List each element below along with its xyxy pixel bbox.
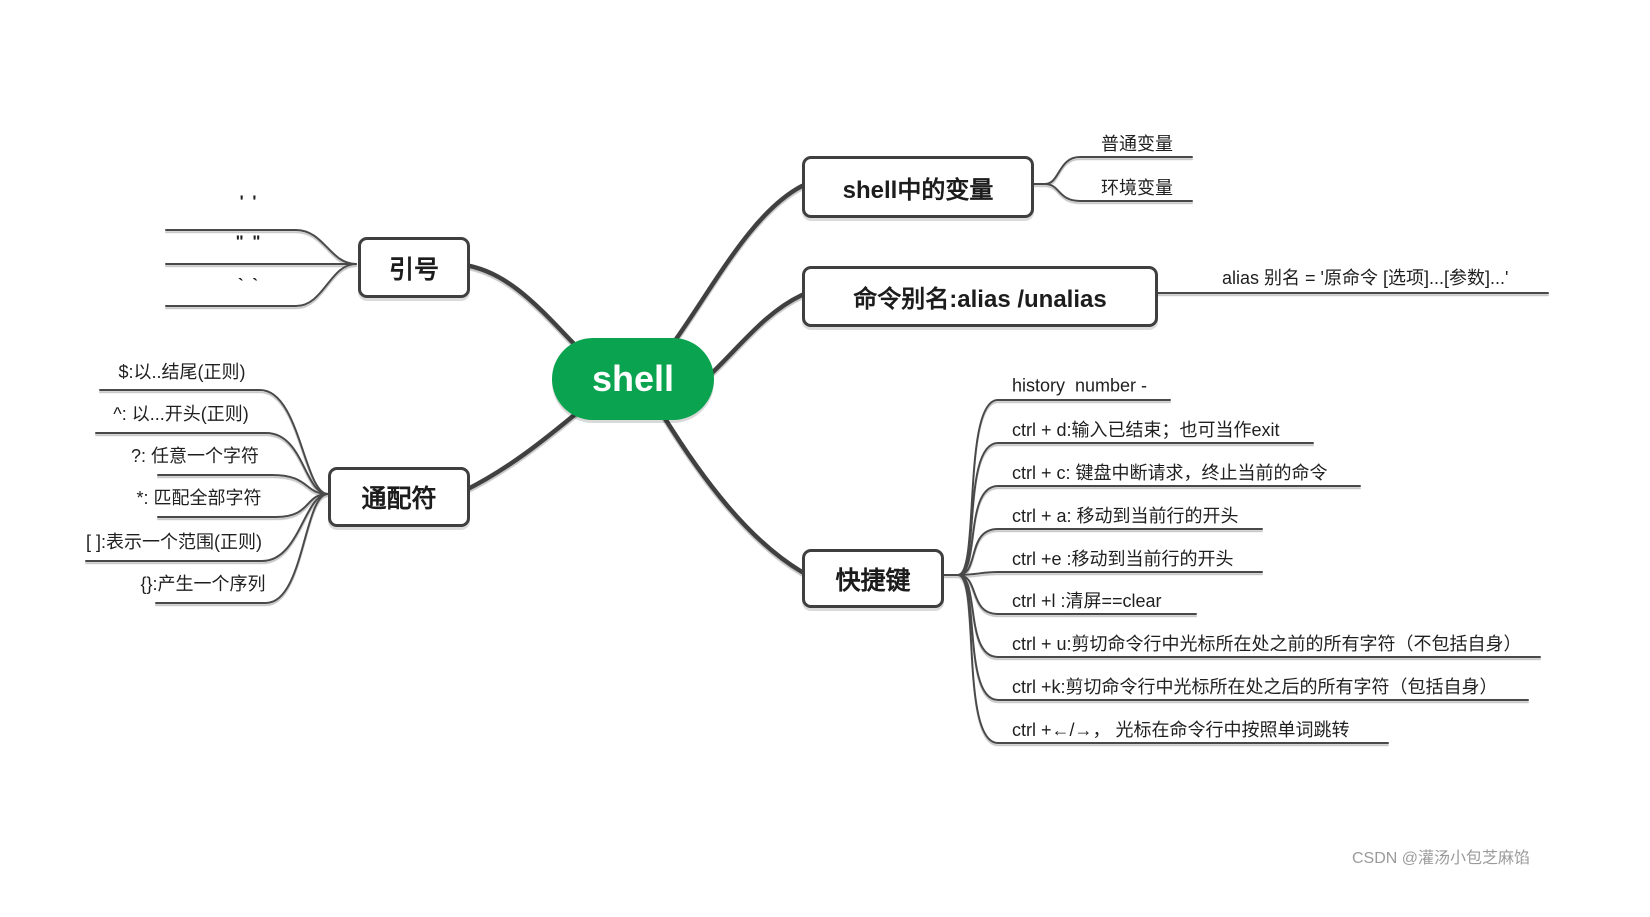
childline-quote-backtick xyxy=(165,263,357,307)
child-shortcut-ctrld[interactable]: ctrl + d:输入已结束；也可当作exit xyxy=(1012,420,1280,440)
connector-root-quotes xyxy=(461,262,585,355)
childline-shortcut-ctrld xyxy=(957,442,1314,576)
child-shortcut-ctrlk[interactable]: ctrl +k:剪切命令行中光标所在处之后的所有字符（包括自身） xyxy=(1012,677,1498,697)
child-shortcut-history[interactable]: history number - xyxy=(1012,375,1148,396)
child-shortcut-ctrlc[interactable]: ctrl + c: 键盘中断请求，终止当前的命令 xyxy=(1012,463,1328,483)
childline-quote-single xyxy=(165,229,357,265)
childline-var-env xyxy=(1044,183,1193,202)
child-quote-backtick[interactable]: ` ` xyxy=(237,275,261,294)
child-wild-star[interactable]: *: 匹配全部字符 xyxy=(136,488,262,508)
connector-root-alias xyxy=(709,292,805,376)
child-wild-question[interactable]: ?: 任意一个字符 xyxy=(130,446,260,466)
connector-group xyxy=(85,156,1549,744)
child-shortcut-ctrla[interactable]: ctrl + a: 移动到当前行的开头 xyxy=(1012,506,1239,526)
child-wild-dollar[interactable]: $:以..结尾(正则) xyxy=(118,362,246,382)
child-shortcut-ctrll[interactable]: ctrl +l :清屏==clear xyxy=(1012,591,1162,611)
childline-shortcut-ctrle xyxy=(957,571,1263,576)
topic-shell-variables[interactable]: shell中的变量 xyxy=(802,156,1034,218)
topic-quotes[interactable]: 引号 xyxy=(358,237,470,298)
child-shortcut-arrows[interactable]: ctrl +←/→， 光标在命令行中按照单词跳转 xyxy=(1012,720,1350,740)
childline-wild-brackets xyxy=(85,493,329,562)
connector-root-variables xyxy=(671,183,805,345)
child-shortcut-ctrlu[interactable]: ctrl + u:剪切命令行中光标所在处之前的所有字符（不包括自身） xyxy=(1012,634,1522,654)
child-wild-caret[interactable]: ^: 以...开头(正则) xyxy=(113,404,249,424)
childline-wild-question xyxy=(157,474,329,495)
child-var-normal[interactable]: 普通变量 xyxy=(1101,134,1173,154)
child-shortcut-ctrle[interactable]: ctrl +e :移动到当前行的开头 xyxy=(1012,549,1234,569)
childline-wild-star xyxy=(157,493,329,518)
root-node-shell[interactable]: shell xyxy=(552,338,714,420)
childline-var-normal xyxy=(1044,156,1193,185)
topic-alias[interactable]: 命令别名:alias /unalias xyxy=(802,266,1158,327)
child-quote-single[interactable]: ' ' xyxy=(239,192,259,211)
childline-wild-braces xyxy=(155,493,329,604)
topic-shortcuts[interactable]: 快捷键 xyxy=(802,549,944,608)
child-wild-braces[interactable]: {}:产生一个序列 xyxy=(140,574,266,594)
child-var-env[interactable]: 环境变量 xyxy=(1101,178,1173,198)
childline-shortcut-ctrla xyxy=(957,528,1263,576)
child-alias-syntax[interactable]: alias 别名 = '原命令 [选项]...[参数]...' xyxy=(1222,268,1509,288)
connector-root-wildcards xyxy=(461,404,587,494)
child-wild-brackets[interactable]: [ ]:表示一个范围(正则) xyxy=(86,532,262,552)
childline-wild-dollar xyxy=(99,389,329,495)
topic-wildcards[interactable]: 通配符 xyxy=(328,467,470,527)
connector-root-shortcuts xyxy=(661,414,805,575)
childline-shortcut-ctrlc xyxy=(957,485,1361,576)
childline-shortcut-arrows xyxy=(957,574,1389,744)
childline-shortcut-ctrll xyxy=(957,574,1197,615)
csdn-watermark: CSDN @灌汤小包芝麻馅 xyxy=(1352,850,1531,867)
childline-wild-caret xyxy=(95,432,329,495)
child-quote-double[interactable]: " " xyxy=(235,232,263,251)
